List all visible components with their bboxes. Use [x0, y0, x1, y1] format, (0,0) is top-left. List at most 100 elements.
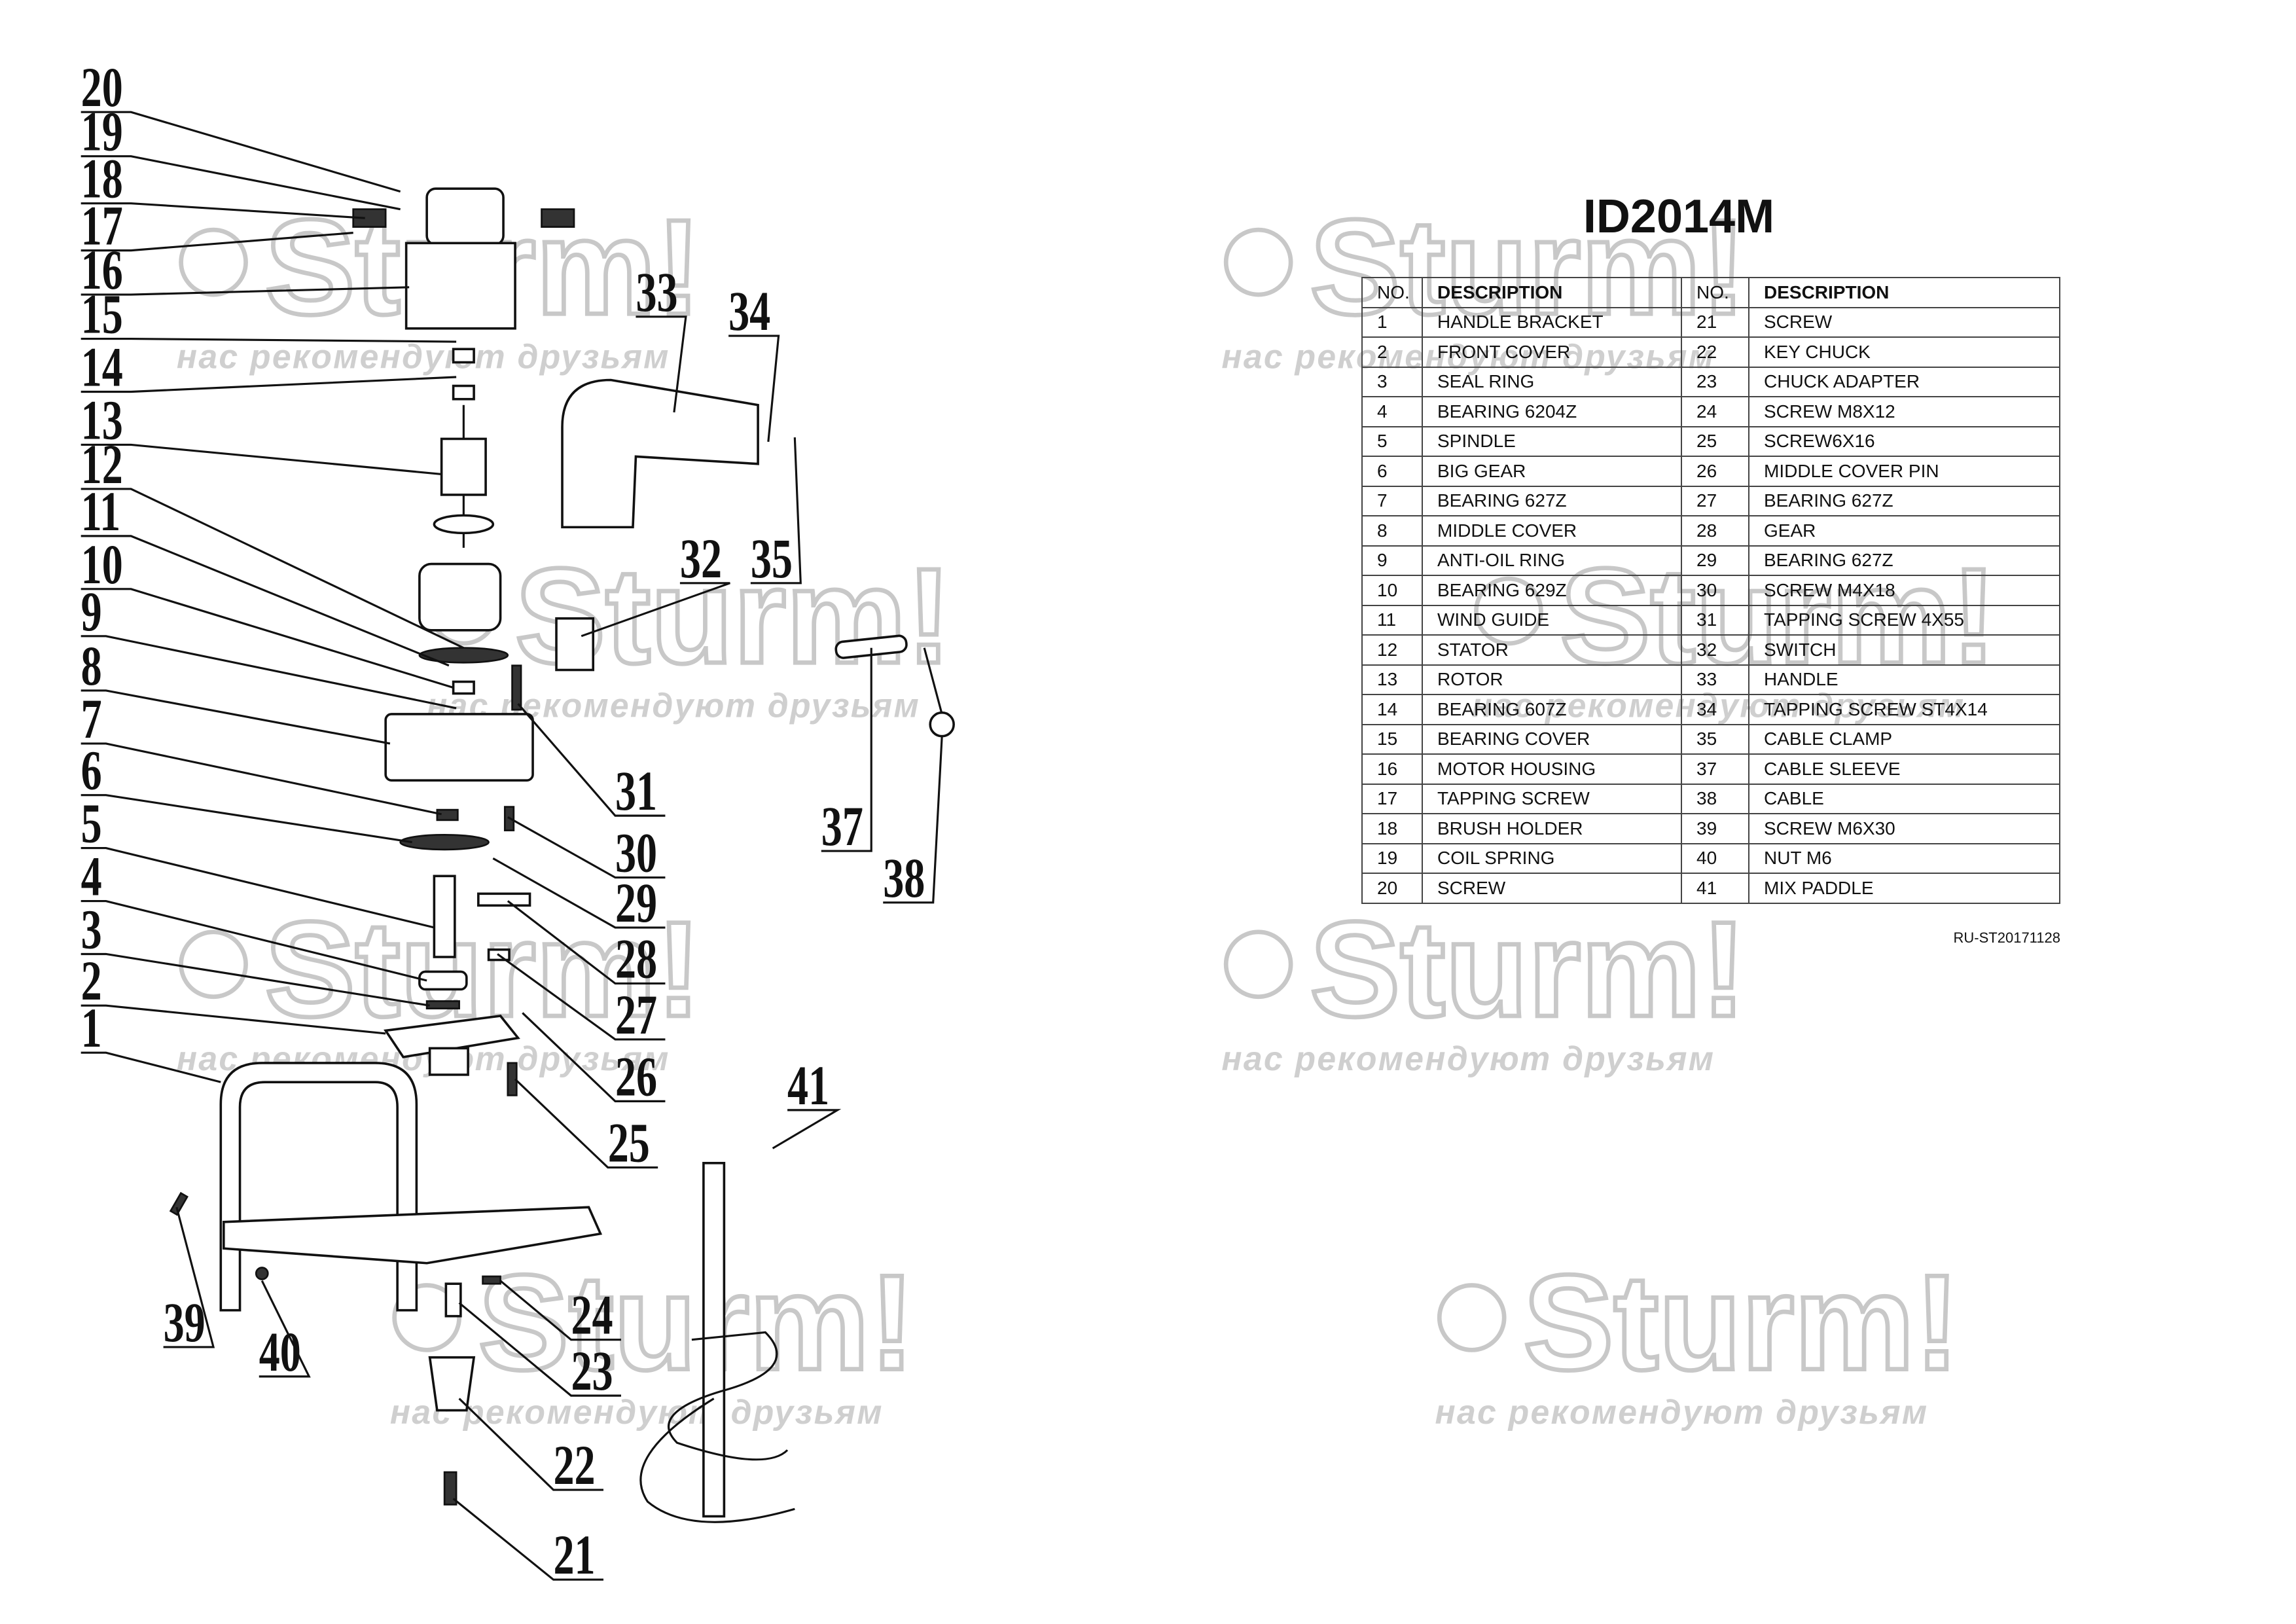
header-no-2: NO.: [1681, 277, 1749, 308]
part-description: SCREW M6X30: [1748, 813, 2060, 844]
part-number: 24: [1681, 396, 1749, 427]
part-rotor: [440, 437, 487, 496]
part-description: BEARING 627Z: [1748, 485, 2060, 516]
part-description: MIDDLE COVER: [1422, 515, 1682, 547]
callout-25: 25: [608, 1113, 650, 1174]
part-number: 3: [1361, 366, 1423, 397]
leader-line: [81, 535, 450, 667]
callout-21: 21: [554, 1525, 596, 1587]
callout-39: 39: [164, 1292, 206, 1354]
part-number: 34: [1681, 694, 1749, 725]
watermark-dot: [179, 227, 248, 297]
leader-line: [81, 376, 457, 393]
part-description: MOTOR HOUSING: [1422, 753, 1682, 785]
watermark-dot: [1223, 227, 1293, 297]
part-bearing-627z: [436, 808, 459, 821]
part-mix-paddle-shaft: [702, 1162, 726, 1518]
callout-30: 30: [615, 823, 657, 884]
leader-line: [81, 794, 412, 844]
callout-37: 37: [821, 796, 863, 857]
leader-line: [81, 1051, 221, 1083]
watermark-tagline: нас рекомендуют друзьям: [1435, 1393, 1929, 1431]
watermark-logo: Sturm!: [1523, 1247, 1960, 1398]
part-spindle: [433, 875, 456, 958]
callout-27: 27: [615, 984, 657, 1046]
part-number: 41: [1681, 873, 1749, 904]
part-description: BEARING COVER: [1422, 723, 1682, 755]
leader-line: [81, 847, 435, 929]
watermark-tagline: нас рекомендуют друзьям: [1221, 1039, 1715, 1077]
part-description: COIL SPRING: [1422, 842, 1682, 874]
part-number: 25: [1681, 425, 1749, 457]
callout-12: 12: [81, 434, 123, 496]
part-description: SCREW M4X18: [1748, 575, 2060, 606]
leader-line: [81, 337, 457, 343]
leader-line: [81, 689, 391, 745]
header-description: DESCRIPTION: [1422, 277, 1682, 308]
part-description: SEAL RING: [1422, 366, 1682, 397]
part-description: BEARING 629Z: [1422, 575, 1682, 606]
part-nut-m6: [255, 1267, 269, 1280]
header-no: NO.: [1361, 277, 1423, 308]
leader-line: [458, 1398, 603, 1491]
part-description: BEARING 627Z: [1422, 485, 1682, 516]
part-description: STATOR: [1422, 634, 1682, 666]
callout-8: 8: [81, 636, 102, 697]
leader-line: [458, 1302, 621, 1397]
leader-line: [581, 582, 730, 638]
leader-line: [728, 334, 780, 442]
parts-drawing: [169, 187, 955, 1523]
part-number: 35: [1681, 723, 1749, 755]
part-number: 21: [1681, 306, 1749, 338]
leader-line: [772, 1109, 842, 1149]
callout-11: 11: [81, 481, 121, 543]
callout-35: 35: [751, 528, 793, 590]
callout-10: 10: [81, 534, 123, 596]
watermark-dot: [392, 1283, 461, 1352]
part-number: 19: [1361, 842, 1423, 874]
part-description: TAPPING SCREW ST4X14: [1748, 694, 2060, 725]
leader-line: [517, 703, 666, 817]
part-brush-cap: [425, 187, 505, 246]
callout-32: 32: [680, 528, 722, 590]
callout-20: 20: [81, 58, 123, 119]
part-number: 26: [1681, 456, 1749, 487]
part-wind-guide: [418, 647, 509, 664]
leader-line: [81, 1004, 386, 1035]
part-number: 20: [1361, 873, 1423, 904]
callout-14: 14: [81, 337, 123, 399]
watermark-logo: Sturm!: [478, 1247, 915, 1398]
part-number: 30: [1681, 575, 1749, 606]
part-number: 33: [1681, 664, 1749, 695]
callout-2: 2: [81, 951, 102, 1013]
watermark-logo: Sturm!: [1310, 893, 1746, 1045]
part-cable: [923, 647, 943, 715]
part-number: 15: [1361, 723, 1423, 755]
watermark-dot: [179, 929, 248, 1000]
part-front-cover: [384, 1015, 520, 1058]
callout-17: 17: [81, 196, 123, 257]
part-number: 7: [1361, 485, 1423, 516]
part-description: BRUSH HOLDER: [1422, 813, 1682, 844]
part-description: WIND GUIDE: [1422, 604, 1682, 636]
callout-40: 40: [259, 1322, 301, 1383]
part-front-cover-neck: [428, 1047, 469, 1076]
part-description: TAPPING SCREW 4X55: [1748, 604, 2060, 636]
leader-line: [883, 736, 943, 904]
part-number: 22: [1681, 336, 1749, 368]
callout-7: 7: [81, 689, 102, 750]
callout-24: 24: [571, 1285, 613, 1346]
leader-line: [81, 899, 427, 982]
callout-9: 9: [81, 581, 102, 643]
part-cable-clamp-knob: [929, 711, 955, 738]
callout-3: 3: [81, 899, 102, 961]
leader-line: [81, 111, 401, 193]
part-number: 1: [1361, 306, 1423, 338]
